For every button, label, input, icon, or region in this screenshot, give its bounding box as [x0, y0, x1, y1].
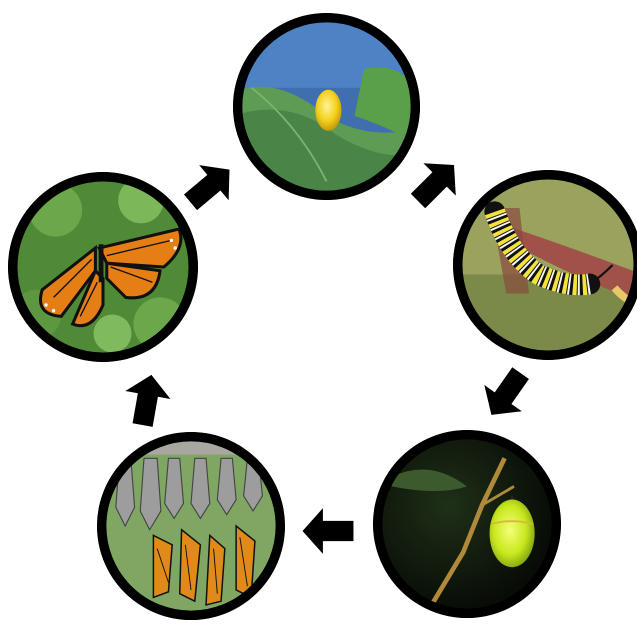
caterpillar-photo-icon	[453, 170, 637, 360]
adult-stage-image	[8, 172, 198, 362]
caterpillar-stage-image	[453, 170, 637, 360]
chrysalis-photo-icon	[373, 430, 561, 618]
emerging-stage-image	[97, 432, 285, 620]
arrow-egg-to-caterpillar-icon	[408, 155, 464, 211]
arrow-caterpillar-to-chrysalis-icon	[478, 366, 534, 422]
arrow-adult-to-egg-icon	[182, 158, 238, 214]
adult-butterfly-photo-icon	[8, 172, 198, 362]
egg-photo-icon	[233, 13, 420, 200]
egg-stage-image	[233, 13, 420, 200]
emerging-butterflies-photo-icon	[97, 432, 285, 620]
arrow-chrysalis-to-emerging-icon	[300, 503, 356, 559]
chrysalis-stage-image	[373, 430, 561, 618]
arrow-emerging-to-adult-icon	[119, 372, 175, 428]
